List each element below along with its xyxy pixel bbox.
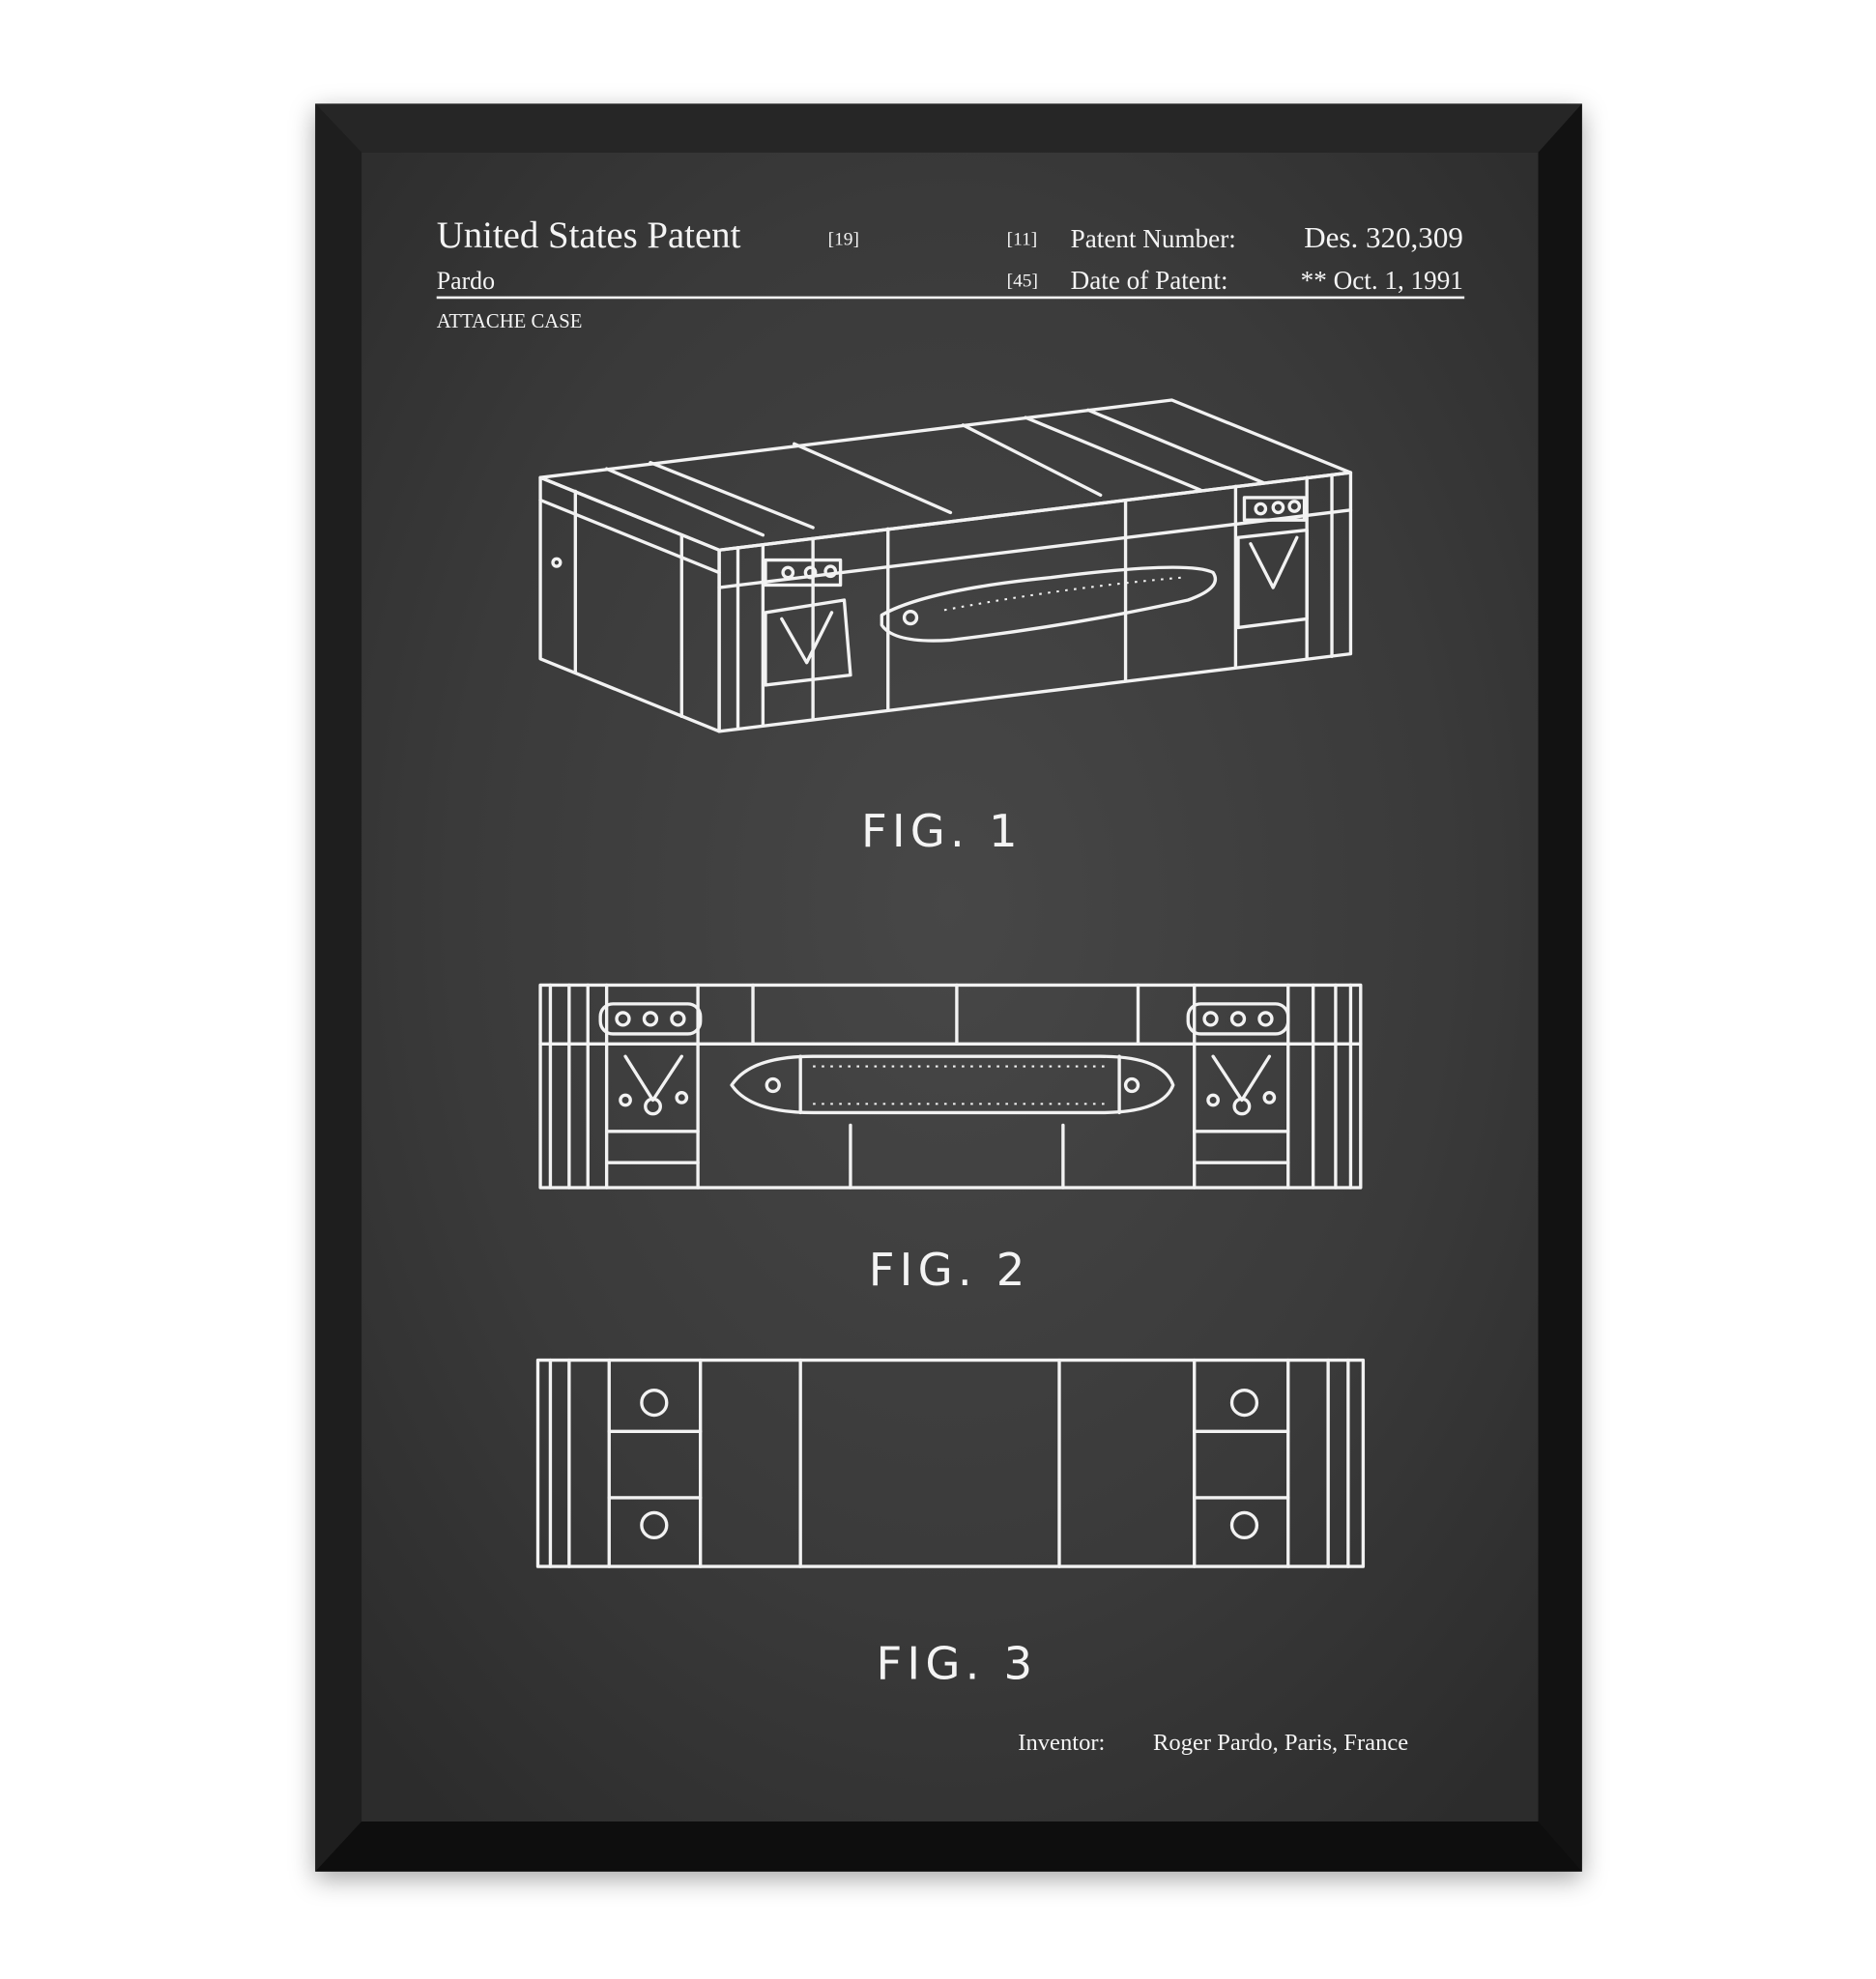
- patent-number: Des. 320,309: [1304, 220, 1463, 254]
- figure-3-label: FIG. 3: [876, 1638, 1037, 1690]
- date-label: Date of Patent:: [1071, 266, 1228, 295]
- inventor-short: Pardo: [437, 267, 495, 295]
- patent-number-label: Patent Number:: [1071, 224, 1236, 253]
- number-ref: [11]: [1007, 230, 1038, 250]
- title-ref: [19]: [828, 230, 859, 250]
- patent-subject: ATTACHE CASE: [437, 311, 583, 332]
- date-ref: [45]: [1007, 271, 1038, 291]
- patent-date: ** Oct. 1, 1991: [1301, 266, 1463, 295]
- figure-3-drawing: [535, 1358, 1366, 1568]
- figure-2-drawing: [538, 983, 1363, 1190]
- chalkboard: [361, 152, 1539, 1821]
- picture-frame: [315, 103, 1582, 1872]
- inventor-label: Inventor:: [1018, 1730, 1105, 1756]
- patent-title: United States Patent: [437, 215, 741, 256]
- patent-header: United States Patent [19] Pardo [11] Pat…: [436, 215, 1465, 332]
- figure-2-label: FIG. 2: [869, 1244, 1030, 1296]
- figure-1-label: FIG. 1: [861, 805, 1023, 857]
- inventor-value: Roger Pardo, Paris, France: [1153, 1730, 1408, 1756]
- figure-1-drawing: [538, 398, 1353, 733]
